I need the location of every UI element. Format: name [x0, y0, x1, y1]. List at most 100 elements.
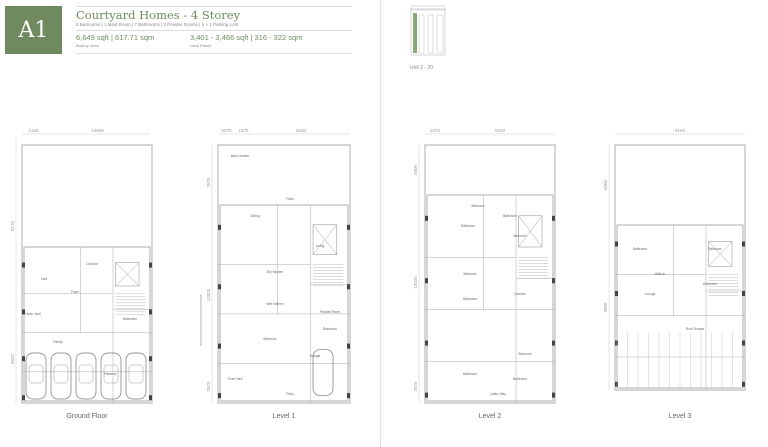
room-label: Bedroom [519, 352, 532, 356]
unit-code-badge: A1 [5, 6, 62, 54]
column [552, 340, 555, 346]
column [347, 343, 350, 349]
floor-label: Level 2 [478, 413, 502, 420]
car-parking-lot [75, 352, 97, 400]
room-label: Roof Terrace [686, 327, 704, 331]
site-boundary [614, 144, 746, 391]
dimension-label: 1575 [238, 128, 249, 133]
lift-core [115, 262, 140, 287]
dimension-label: 9150 [495, 128, 506, 133]
lift-core [518, 215, 543, 248]
column [742, 241, 745, 247]
dimension-label: 13925 [206, 288, 211, 301]
column [22, 395, 25, 401]
room-label: Corridor [514, 292, 526, 296]
room-label: Corridor [86, 262, 98, 266]
column [22, 262, 25, 268]
room-label: Bathroom [463, 372, 477, 376]
building-footprint [219, 204, 349, 402]
dimension-label: 5000 [603, 179, 608, 190]
room-label: Bedroom [709, 247, 722, 251]
land-parcel-label: Land Parcel [190, 43, 212, 48]
dimension-label: 9800 [603, 302, 608, 313]
floor-label: Level 3 [668, 413, 692, 420]
car-parking-lot [125, 352, 147, 400]
column [425, 215, 428, 221]
room-label: Lobby Way [490, 392, 506, 396]
room-label: Dry Kitchen [267, 270, 284, 274]
land-parcel-value: 3,401 - 3,466 sqft | 316 - 322 sqm [190, 33, 303, 42]
room-label: Bathroom [463, 297, 477, 301]
dimension-label: 8175 [10, 220, 15, 231]
column [615, 291, 618, 296]
room-label: Pantry [53, 340, 63, 344]
room-label: Bathroom [503, 214, 517, 218]
dimension-label: 1575 [430, 128, 441, 133]
room-label: Dining [250, 214, 259, 218]
column [425, 392, 428, 398]
column [615, 340, 618, 346]
divider [76, 30, 352, 31]
column [149, 309, 152, 315]
room-label: Wet Kitchen [266, 302, 283, 306]
room-label: Powder Room [320, 310, 341, 314]
room-label: Lounge [645, 292, 656, 296]
room-label: Walk-in [655, 272, 666, 276]
dimension-label: 13925 [413, 276, 418, 289]
building-footprint [426, 194, 554, 402]
car-parking-lot [100, 352, 122, 400]
column [552, 278, 555, 284]
page-title: Courtyard Homes - 4 Storey [76, 8, 241, 22]
room-label: Patio [286, 197, 293, 201]
room-label: Bedroom [464, 272, 477, 276]
column [22, 356, 25, 362]
room-label: Bathroom [123, 317, 137, 321]
room-label: Entrance [104, 372, 117, 376]
key-plan-label: Unit 2 - 20 [410, 65, 434, 71]
column [149, 395, 152, 401]
column [218, 284, 221, 290]
column [218, 393, 221, 399]
column [615, 241, 618, 247]
column [425, 278, 428, 284]
column [742, 291, 745, 296]
dimension-label: 2075 [221, 128, 232, 133]
column [218, 343, 221, 349]
room-label: Bedroom [264, 337, 277, 341]
column [425, 340, 428, 346]
dimension-label: 2150 [28, 128, 39, 133]
column [218, 224, 221, 230]
car-parking-lot [25, 352, 47, 400]
site-boundary [217, 144, 351, 404]
room-label: Bathroom [703, 282, 717, 286]
dimension-label: 10650 [91, 128, 104, 133]
room-label: Bedroom [472, 204, 485, 208]
site-boundary [21, 144, 153, 404]
dimension-label: 9150 [296, 128, 307, 133]
room-label: Patio [286, 392, 293, 396]
room-label: Open Yard [25, 312, 40, 316]
room-label: Bedroom [514, 234, 527, 238]
dimension-label: 9150 [675, 128, 686, 133]
dimension-label: 5000 [413, 164, 418, 175]
dimension-label: 7675 [206, 177, 211, 188]
column [615, 381, 618, 387]
car-parking-lot [50, 352, 72, 400]
room-label: Bathroom [513, 377, 527, 381]
floor-label: Level 1 [272, 413, 296, 420]
dimension-label: 2875 [413, 381, 418, 392]
lift-core [312, 224, 338, 255]
dimension-label: 5625 [10, 353, 15, 364]
highlighted-units [413, 13, 417, 53]
room-label: Garage [310, 354, 321, 358]
column [742, 340, 745, 346]
page-divider [380, 0, 381, 447]
column [552, 392, 555, 398]
column [22, 309, 25, 315]
room-label: Bathroom [461, 224, 475, 228]
built-up-area-label: Built-up Area [76, 43, 99, 48]
built-up-area-value: 6,649 sqft | 617.71 sqm [76, 33, 155, 42]
